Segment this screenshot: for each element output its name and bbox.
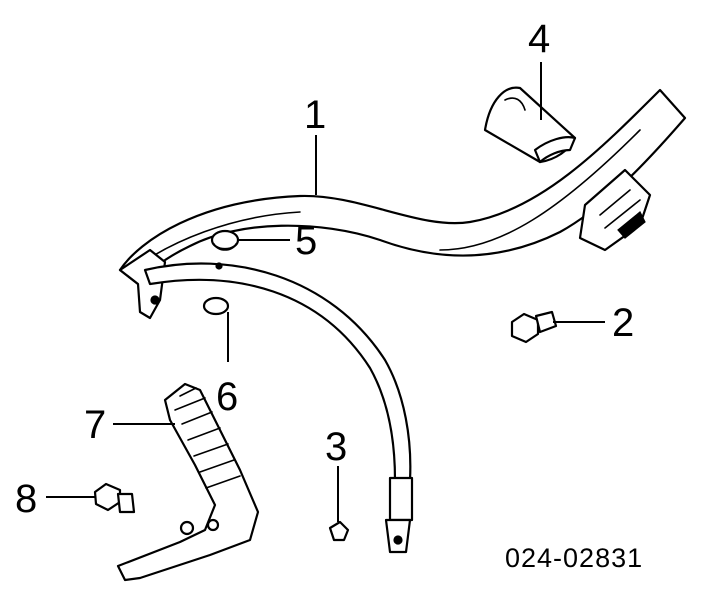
leader-lines: [46, 62, 605, 522]
part-7-lever: [116, 382, 260, 582]
lower-strap: [143, 262, 414, 554]
part-5-plug: [210, 229, 240, 251]
callout-3: 3: [325, 425, 347, 469]
part-8-bolt: [93, 482, 136, 514]
part-3-screw: [328, 520, 350, 542]
part-1-bracket-arm: [118, 88, 687, 320]
part-2-bolt: [510, 310, 558, 344]
callout-4: 4: [528, 17, 550, 61]
callout-labels: 1 2 3 4 5 6 7 8: [15, 17, 634, 521]
callout-6: 6: [216, 375, 238, 419]
callout-7: 7: [84, 403, 106, 447]
part-6-cap: [202, 296, 230, 316]
callout-8: 8: [15, 477, 37, 521]
callout-5: 5: [295, 219, 317, 263]
document-number: 024-02831: [505, 543, 643, 573]
callout-1: 1: [304, 93, 326, 137]
part-4-cover: [483, 86, 577, 164]
callout-2: 2: [612, 301, 634, 345]
